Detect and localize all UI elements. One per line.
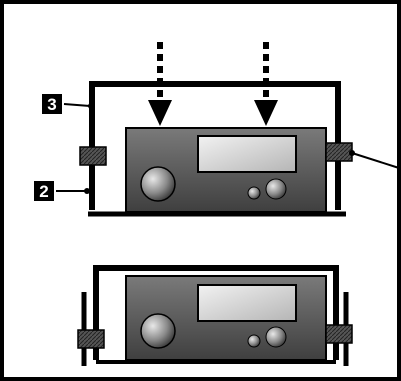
main-knob <box>140 166 176 202</box>
leader-line-right <box>351 152 400 169</box>
medium-knob <box>265 326 287 348</box>
clamp-screw-icon <box>325 324 353 344</box>
callout-label: 3 <box>42 94 62 114</box>
clamp-screw-icon <box>77 329 105 349</box>
mounting-bracket-icon <box>93 265 339 360</box>
medium-knob <box>265 178 287 200</box>
bottom-assembly <box>77 265 353 366</box>
down-arrow-icon <box>254 42 278 126</box>
main-knob <box>140 313 176 349</box>
clamp-screw-icon <box>79 146 107 166</box>
down-arrow-icon <box>148 42 172 126</box>
leader-line-3 <box>63 103 91 107</box>
clamp-screw-icon <box>325 142 353 162</box>
small-knob <box>247 334 261 348</box>
top-assembly <box>56 81 400 217</box>
small-knob <box>247 186 261 200</box>
display-window <box>197 284 297 322</box>
callout-label: 2 <box>34 181 54 201</box>
display-window <box>197 135 297 173</box>
